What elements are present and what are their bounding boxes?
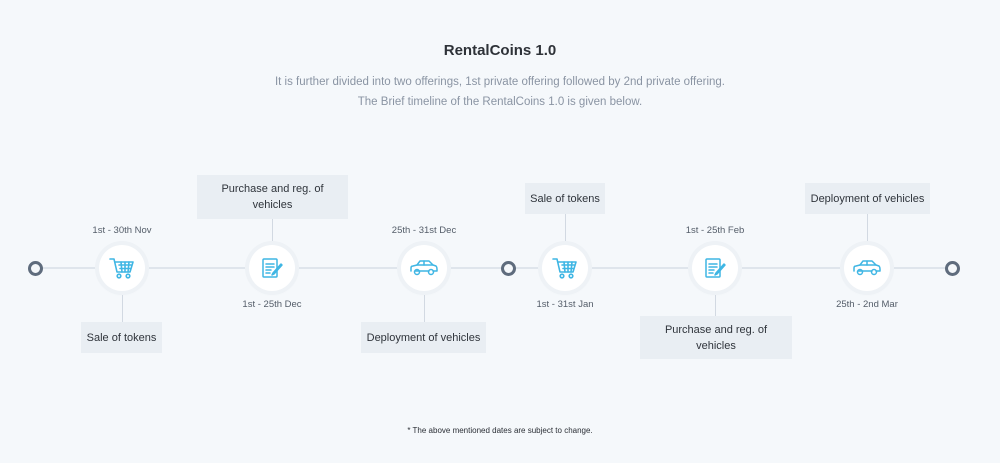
milestone-date: 1st - 25th Dec	[242, 299, 302, 310]
car-icon	[853, 260, 881, 276]
milestone-label: Deployment of vehicles	[805, 183, 930, 214]
milestone-node	[692, 245, 738, 291]
milestone-node	[542, 245, 588, 291]
milestone-date: 1st - 31st Jan	[536, 299, 594, 310]
milestone-label: Sale of tokens	[525, 183, 605, 214]
label-connector	[122, 295, 123, 322]
shopping-cart-icon	[552, 258, 577, 279]
page-subtitle-line-2: The Brief timeline of the RentalCoins 1.…	[357, 96, 643, 108]
timeline-start-dot	[28, 261, 43, 276]
milestone-date: 1st - 30th Nov	[92, 225, 152, 236]
car-icon	[410, 260, 438, 276]
shopping-cart-icon	[109, 258, 134, 279]
timeline-end-dot	[945, 261, 960, 276]
milestone-date: 25th - 2nd Mar	[836, 299, 898, 310]
milestone-node	[99, 245, 145, 291]
milestone-label: Purchase and reg. of vehicles	[197, 175, 348, 219]
milestone-node	[844, 245, 890, 291]
milestone-node	[249, 245, 295, 291]
page-title: RentalCoins 1.0	[443, 42, 557, 59]
label-connector	[867, 214, 868, 245]
label-connector	[272, 219, 273, 245]
document-edit-icon	[262, 258, 283, 278]
page-subtitle-line-1: It is further divided into two offerings…	[274, 76, 726, 88]
label-connector	[424, 295, 425, 322]
milestone-label: Purchase and reg. of vehicles	[640, 316, 792, 359]
label-connector	[715, 295, 716, 316]
milestone-label: Deployment of vehicles	[361, 322, 486, 353]
document-edit-icon	[705, 258, 726, 278]
milestone-node	[401, 245, 447, 291]
timeline-track	[40, 267, 952, 269]
milestone-label: Sale of tokens	[81, 322, 162, 353]
label-connector	[565, 214, 566, 245]
timeline-middle-dot	[501, 261, 516, 276]
milestone-date: 1st - 25th Feb	[685, 225, 745, 236]
footnote: * The above mentioned dates are subject …	[407, 426, 593, 435]
milestone-date: 25th - 31st Dec	[391, 225, 457, 236]
